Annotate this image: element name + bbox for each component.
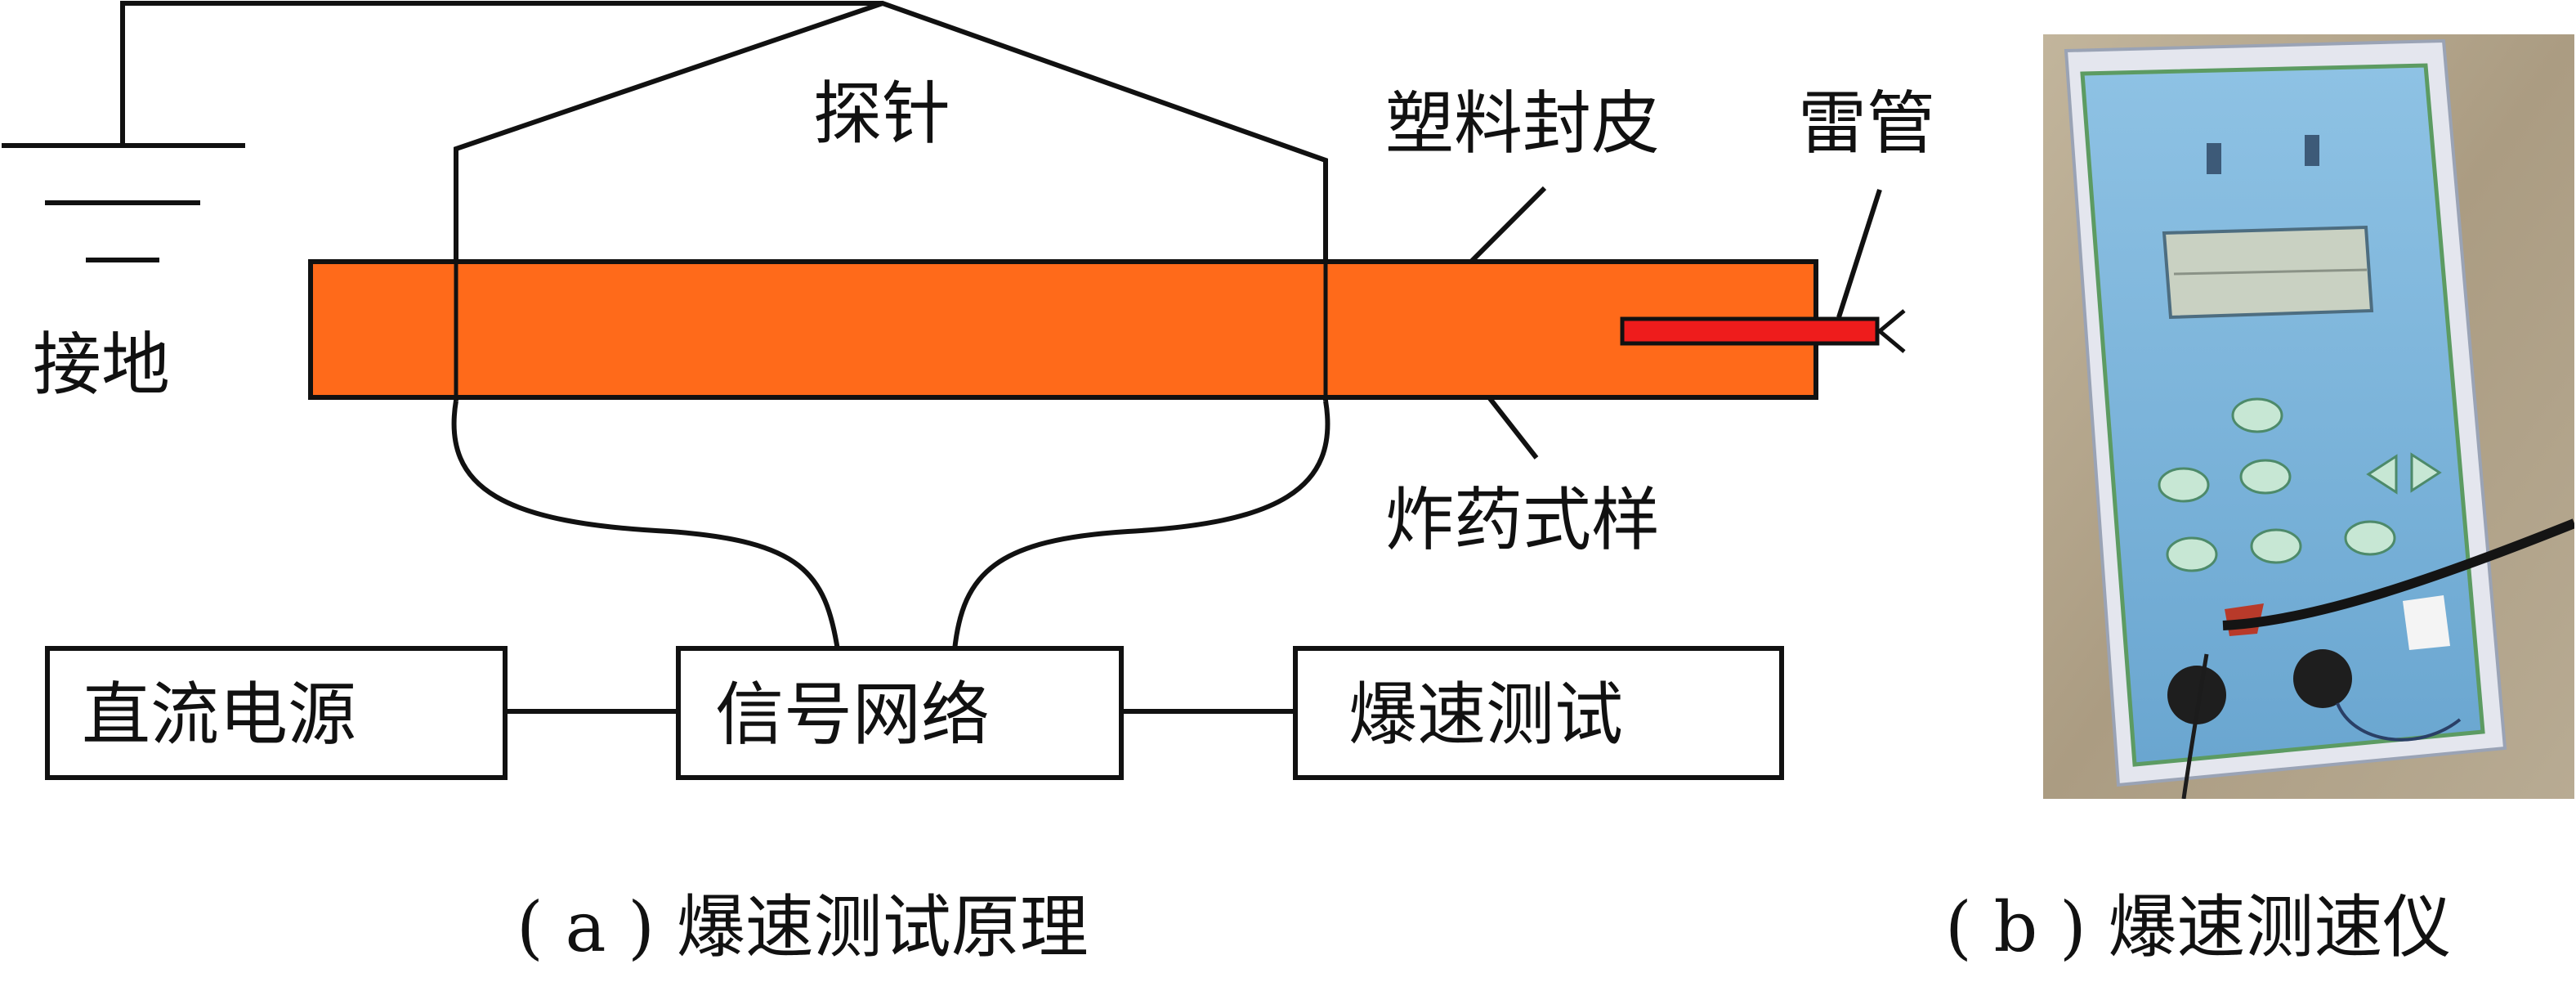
device-lcd-divider	[2173, 268, 2368, 276]
detonator-leader-line	[1836, 189, 1882, 318]
sheath-leader-line	[1469, 186, 1547, 264]
probe-frame	[454, 0, 1328, 180]
explosive-sample-bar	[308, 259, 1818, 400]
device-connector-left	[2167, 666, 2226, 724]
device-top-switch-left	[2207, 143, 2221, 174]
ground-wire	[120, 1, 883, 146]
device-connector-right	[2293, 649, 2352, 708]
ground-label: 接地	[33, 325, 170, 405]
device-key-low-center	[2250, 528, 2302, 564]
device-key-mid-left	[2158, 467, 2210, 503]
arrow-left-icon	[2366, 454, 2398, 495]
detonator-wire-tip	[1876, 309, 1906, 353]
plastic-sheath-label: 塑料封皮	[1385, 83, 1660, 164]
explosive-sample-label: 炸药式样	[1385, 480, 1660, 560]
device-top-switch-right	[2305, 135, 2319, 166]
device-key-low-left	[2166, 536, 2218, 572]
device-key-low-right	[2344, 520, 2396, 556]
velocity-test-box	[1293, 646, 1784, 780]
probe-label: 探针	[813, 74, 950, 154]
arrow-right-icon	[2410, 452, 2442, 493]
probe-left-cable	[451, 400, 840, 651]
device-lead-wire	[2181, 653, 2209, 799]
dc-power-box	[45, 646, 508, 780]
device-white-tag	[2403, 595, 2450, 650]
device-lead-wire-2	[2336, 702, 2462, 742]
caption-a: ( a ) 爆速测试原理	[517, 887, 1089, 967]
signal-network-label: 信号网络	[715, 675, 990, 755]
device-photo-b	[2043, 34, 2574, 799]
device-key-top	[2231, 397, 2283, 433]
signal-network-box	[676, 646, 1124, 780]
dc-power-label: 直流电源	[82, 675, 356, 755]
caption-b: ( b ) 爆速测速仪	[1945, 887, 2451, 967]
velocity-test-label: 爆速测试	[1348, 675, 1623, 755]
detonator-rod	[1620, 316, 1880, 346]
device-probe-cable	[2222, 518, 2574, 630]
device-key-mid-center	[2239, 459, 2292, 495]
probe-right-cable	[952, 400, 1330, 651]
detonator-label: 雷管	[1798, 83, 1935, 164]
